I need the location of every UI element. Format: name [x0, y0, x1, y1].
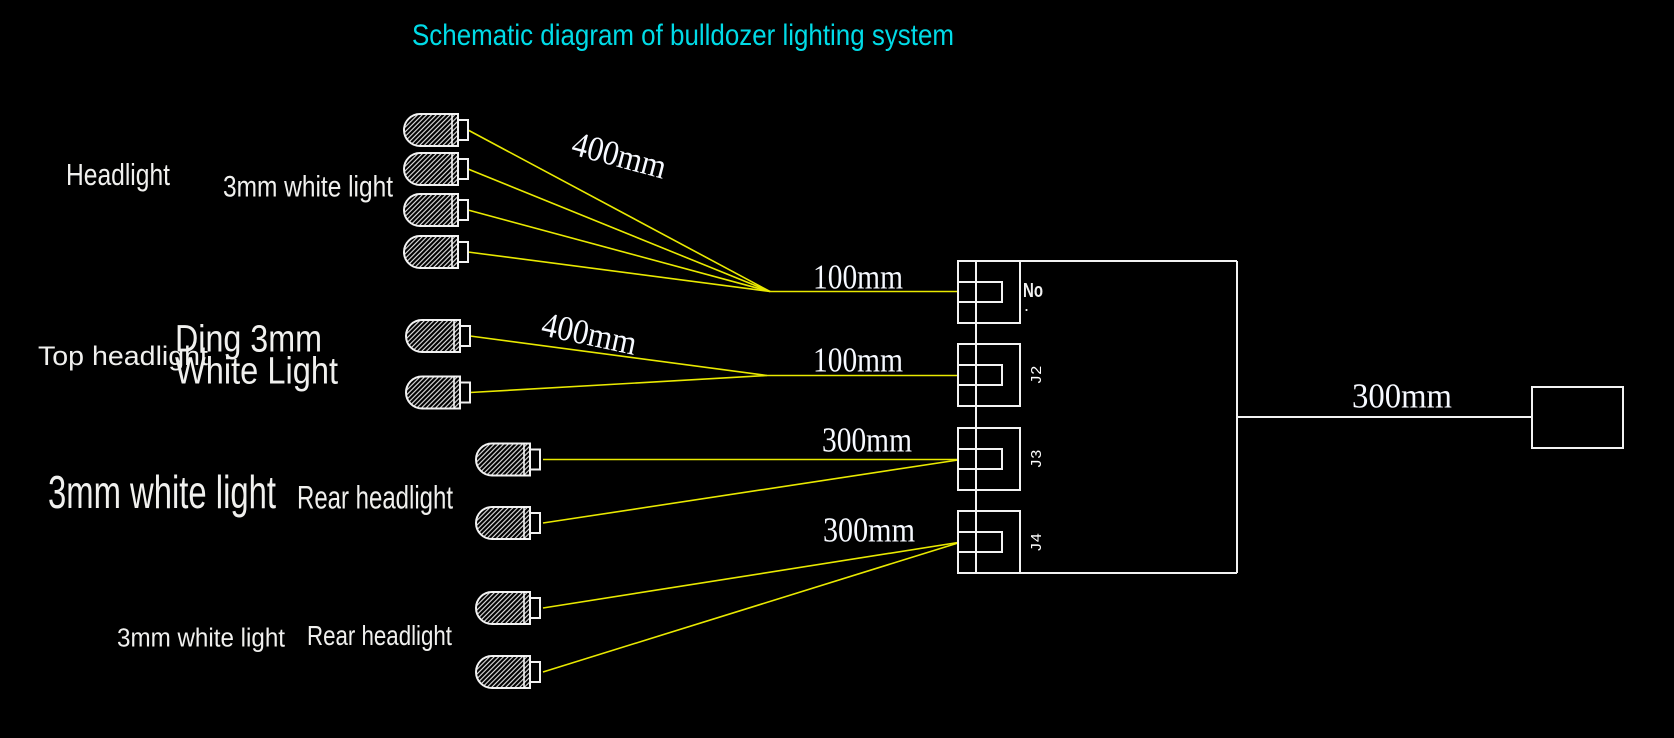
wire-segment [469, 374, 768, 394]
port-label-j3: J3 [1029, 450, 1046, 469]
dim-300mm-2: 300mm [823, 511, 915, 550]
dim-300mm-1: 300mm [822, 421, 912, 460]
port-pin [957, 448, 1003, 470]
dim-300mm-output: 300mm [1352, 377, 1452, 416]
wire-segment [467, 209, 771, 293]
port-label-no-dot: . [1024, 295, 1029, 315]
label-headlight: Headlight [66, 157, 170, 192]
label-3mm-white-rear: 3mm white light [117, 625, 285, 653]
port-label-no: No [1023, 280, 1043, 302]
led-symbol [405, 319, 471, 353]
led-symbol [403, 193, 469, 227]
dim-100mm-1: 100mm [813, 258, 903, 297]
label-ding-3mm-line1: Ding 3mm [175, 319, 322, 361]
led-symbol [475, 506, 541, 540]
wire-segment [542, 541, 959, 609]
label-rear-headlight-2: Rear headlight [307, 620, 452, 651]
wire-segment [542, 542, 959, 673]
port-pin [957, 281, 1003, 303]
label-3mm-white-large: 3mm white light [48, 466, 276, 518]
label-top-headlight: Top headlight [38, 341, 209, 371]
led-symbol [475, 655, 541, 689]
headlight-wires [467, 129, 958, 293]
port-pin [957, 531, 1003, 553]
wire-segment [467, 168, 771, 293]
dim-100mm-2: 100mm [813, 341, 903, 380]
led-symbol [405, 375, 471, 410]
port-label-j4: J4 [1029, 533, 1046, 552]
wire-segment [467, 251, 771, 293]
top-headlight-wires [469, 335, 958, 394]
label-rear-headlight-1: Rear headlight [297, 480, 453, 516]
led-symbol [403, 235, 469, 269]
led-symbol [403, 113, 469, 147]
wire-segment [467, 129, 771, 293]
rear-headlight-wires-2 [542, 541, 959, 673]
label-3mm-white-front: 3mm white light [223, 171, 394, 204]
wire-segment [469, 335, 768, 377]
rear-headlight-wires-1 [542, 458, 959, 524]
wire-segment [542, 459, 959, 524]
label-ding-3mm-line2: White Light [175, 351, 338, 393]
led-symbol [475, 591, 541, 625]
led-symbol [475, 442, 541, 477]
port-pin [957, 364, 1003, 386]
port-label-j2: J2 [1029, 366, 1046, 385]
diagram-title: Schematic diagram of bulldozer lighting … [412, 19, 954, 52]
output-box [1531, 386, 1624, 449]
led-symbol [403, 152, 469, 186]
